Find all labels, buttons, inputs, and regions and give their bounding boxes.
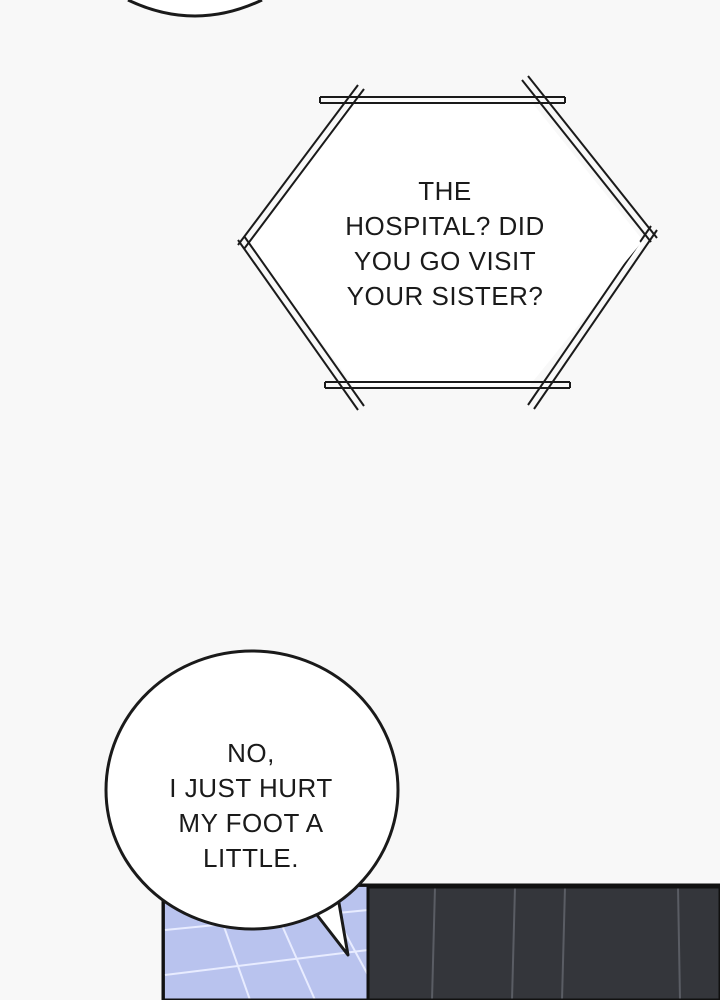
dialogue-line: I JUST HURT xyxy=(169,773,333,803)
dialogue-line: THE xyxy=(418,176,472,206)
dialogue-line: YOUR SISTER? xyxy=(346,281,544,311)
dialogue-line: NO, xyxy=(227,738,275,768)
dialogue-line: MY FOOT A xyxy=(178,808,324,838)
hexagon-speech-bubble xyxy=(237,75,658,411)
dialogue-line: YOU GO VISIT xyxy=(353,246,537,276)
round-speech-bubble xyxy=(104,649,400,957)
dialogue-line: HOSPITAL? DID xyxy=(345,211,545,241)
partial-top-bubble xyxy=(127,0,263,18)
dialogue-line: LITTLE. xyxy=(203,843,299,873)
round-bubble-text: NO, I JUST HURT MY FOOT A LITTLE. xyxy=(116,736,386,876)
hexagon-bubble-text: THE HOSPITAL? DID YOU GO VISIT YOUR SIST… xyxy=(300,174,590,314)
